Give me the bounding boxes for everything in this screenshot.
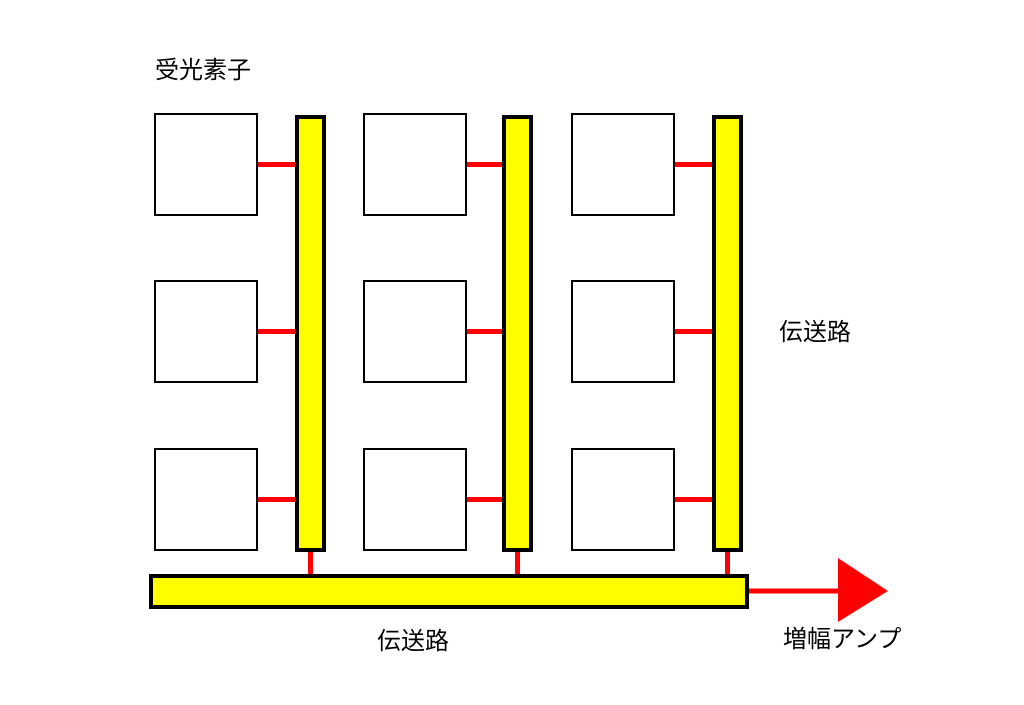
photodetector-cell (154, 280, 258, 383)
photodetector-cell (571, 280, 675, 383)
vertical-transfer-paths (295, 115, 743, 552)
photodetector-cell (154, 113, 258, 216)
horizontal-transfer-label: 伝送路 (377, 627, 449, 655)
horizontal-transfer-path (149, 574, 749, 609)
vertical-transfer-label: 伝送路 (779, 318, 851, 346)
output-arrow-head (838, 558, 888, 622)
vertical-transfer-path (712, 115, 743, 552)
vertical-transfer-path (295, 115, 326, 552)
photodetector-cell (154, 448, 258, 551)
photodetector-cell (363, 448, 467, 551)
photodetector-cell (363, 113, 467, 216)
connectors (257, 162, 730, 576)
photodetector-cell (571, 113, 675, 216)
output-arrow (749, 558, 888, 622)
photodetector-grid (154, 113, 675, 551)
vertical-transfer-path (502, 115, 533, 552)
photodetector-cell (571, 448, 675, 551)
amplifier-label: 増幅アンプ (783, 625, 902, 653)
photodetector-label: 受光素子 (155, 56, 251, 84)
photodetector-cell (363, 280, 467, 383)
